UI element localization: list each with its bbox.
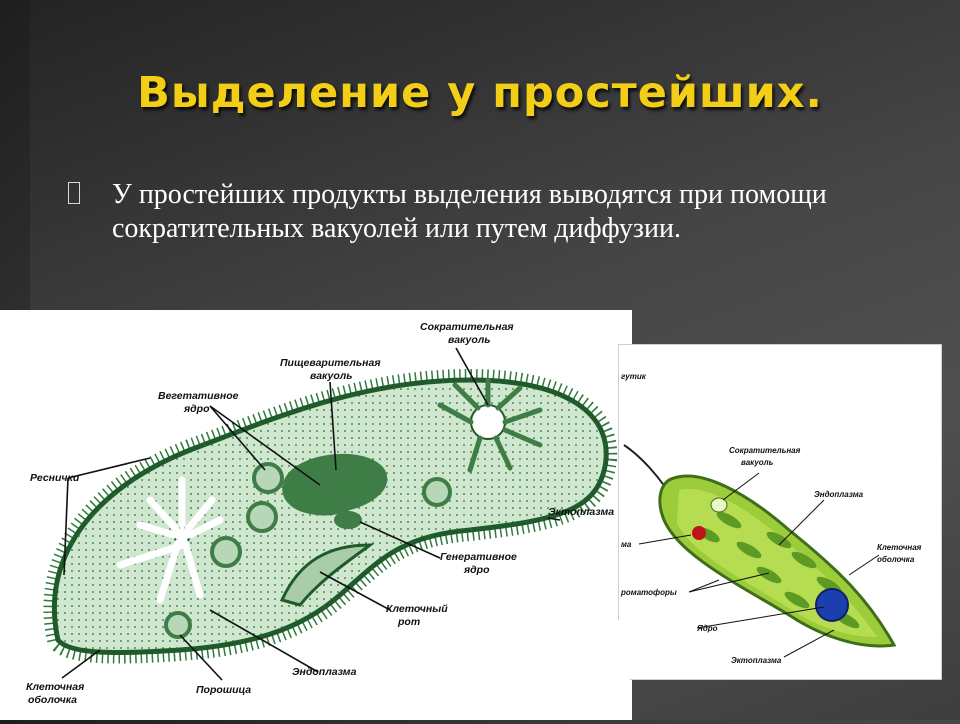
- euglena-contractile-vacuole: [710, 497, 728, 513]
- euglena-label-endoplasm: Эндоплазма: [814, 490, 864, 499]
- eyespot: [692, 526, 706, 540]
- label-endoplasm: Эндоплазма: [292, 666, 357, 678]
- digestive-vacuole-1: [252, 462, 284, 494]
- label-generative-nucleus-2: ядро: [463, 564, 490, 576]
- label-vegetative-nucleus-1: Вегетативное: [158, 390, 239, 402]
- euglena-figure: гутик Сократительная вакуоль Эндоплазма …: [618, 344, 942, 680]
- cytoplasm-granules: [54, 380, 607, 653]
- label-cell-mouth-2: рот: [397, 616, 420, 628]
- paramecium-figure: Сократительная вакуоль Пищеварительная в…: [0, 310, 632, 720]
- euglena-label-cell-membrane-2: оболочка: [877, 555, 915, 564]
- label-contractile-vacuole-2: вакуоль: [448, 334, 491, 346]
- euglena-label-chromatophores: роматофоры: [620, 588, 677, 597]
- label-generative-nucleus-1: Генеративное: [440, 551, 517, 563]
- euglena-label-nucleus: Ядро: [696, 624, 718, 633]
- contractile-vacuole-left: [116, 476, 224, 604]
- euglena-leader-lines: [638, 472, 880, 658]
- label-digestive-vacuole-2: вакуоль: [310, 370, 353, 382]
- label-digestive-vacuole-1: Пищеварительная: [280, 357, 381, 369]
- leader-lines: [61, 347, 561, 681]
- bullet-box-icon: [68, 182, 80, 204]
- euglena-label-contractile-vacuole-2: вакуоль: [741, 458, 774, 467]
- anal-pore-shape: [164, 611, 192, 639]
- euglena-illustration: гутик Сократительная вакуоль Эндоплазма …: [620, 372, 922, 665]
- euglena-label-flagellum: гутик: [621, 372, 647, 381]
- label-anal-pore: Порошица: [196, 684, 251, 696]
- label-cell-membrane-1: Клеточная: [26, 681, 84, 693]
- digestive-vacuole-4: [210, 536, 242, 568]
- euglena-label-contractile-vacuole-1: Сократительная: [729, 446, 801, 455]
- label-cilia: Реснички: [30, 472, 80, 484]
- paramecium-illustration: Сократительная вакуоль Пищеварительная в…: [26, 321, 618, 706]
- vegetative-nucleus-shape: [282, 453, 388, 516]
- euglena-label-cell-membrane-1: Клеточная: [877, 543, 922, 552]
- white-overlay-block: [512, 620, 630, 720]
- bullet-item: У простейших продукты выделения выводятс…: [68, 178, 888, 246]
- slide-title: Выделение у простейших.: [137, 68, 823, 118]
- generative-nucleus-shape: [334, 511, 362, 529]
- digestive-vacuole-3: [422, 477, 452, 507]
- euglena-label-ectoplasm: Эктоплазма: [731, 656, 782, 665]
- bullet-text: У простейших продукты выделения выводятс…: [112, 179, 827, 244]
- label-cell-mouth-1: Клеточный: [386, 603, 448, 615]
- euglena-nucleus: [815, 588, 849, 622]
- label-cell-membrane-2: оболочка: [28, 694, 77, 706]
- label-vegetative-nucleus-2: ядро: [183, 403, 210, 415]
- digestive-vacuole-2: [246, 501, 278, 533]
- euglena-label-eyespot: ма: [621, 540, 632, 549]
- label-ectoplasm: Эктоплазма: [548, 506, 614, 518]
- label-contractile-vacuole-1: Сократительная: [420, 321, 514, 333]
- contractile-vacuole-top: [437, 377, 543, 473]
